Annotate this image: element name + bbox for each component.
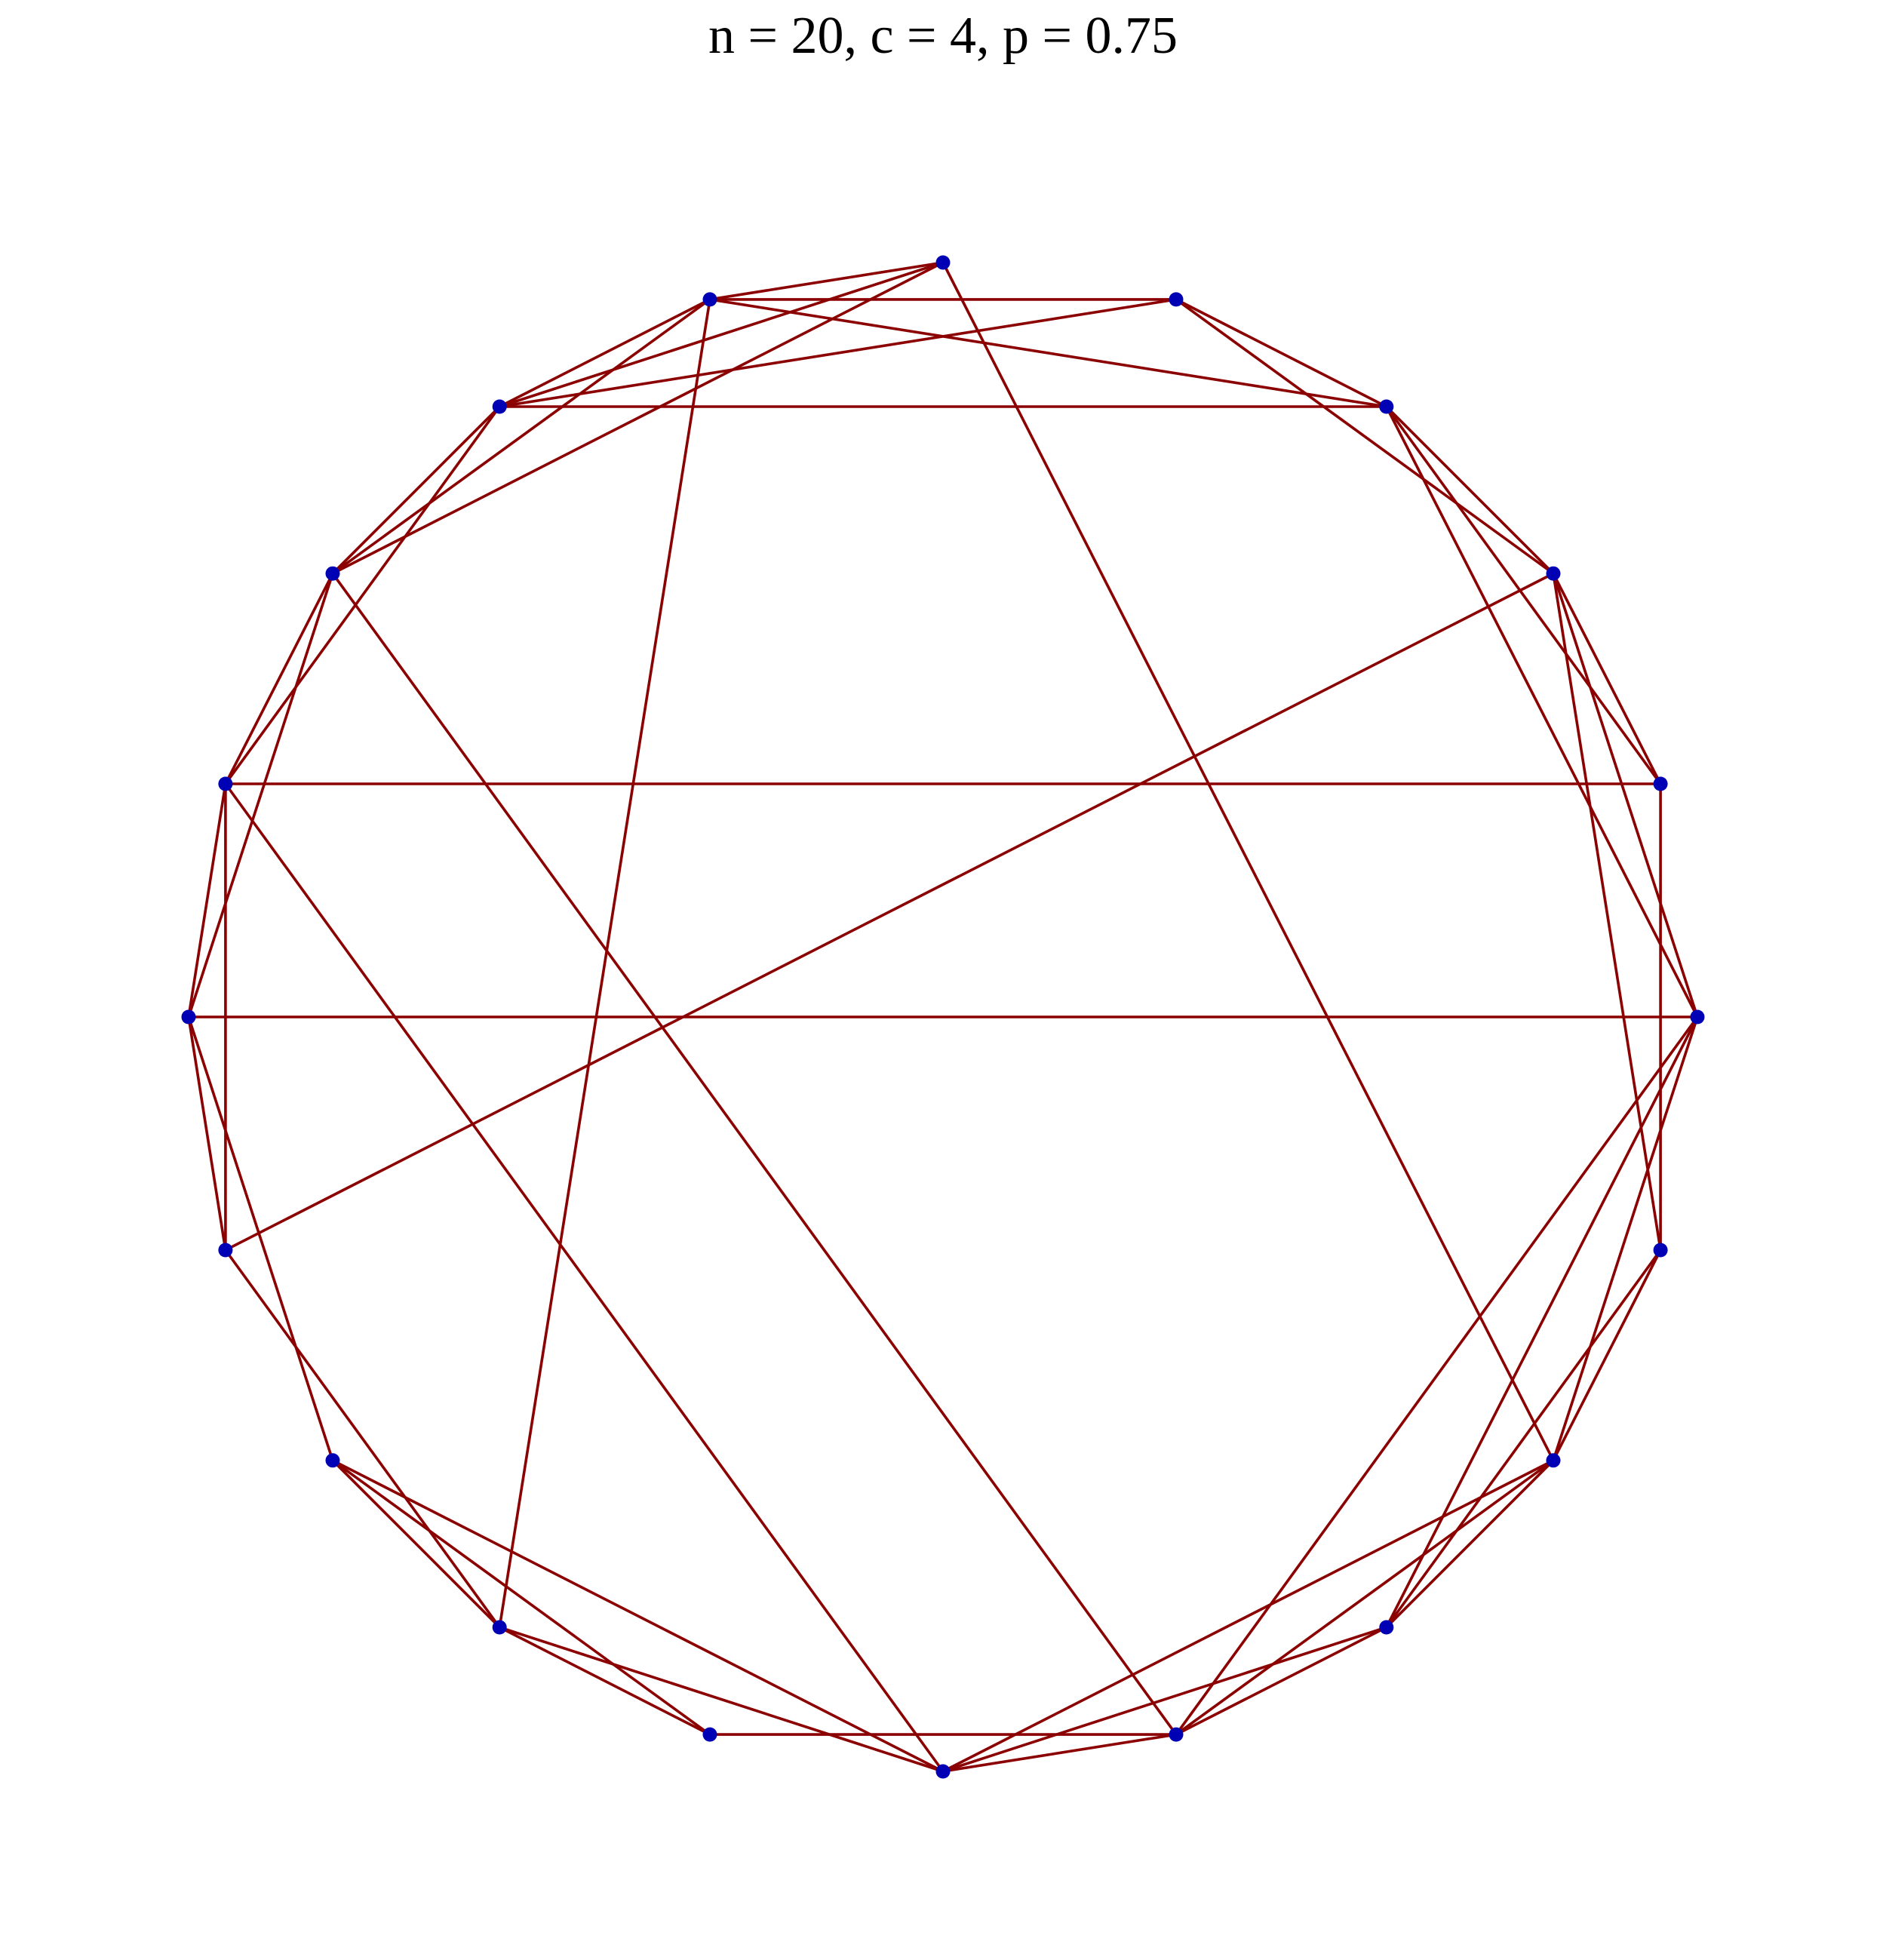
graph-node-18 — [492, 1620, 507, 1635]
graph-node-4 — [1653, 1243, 1668, 1258]
graph-node-9 — [1169, 292, 1184, 307]
nodes-layer — [181, 255, 1705, 1779]
graph-edge-0-1 — [942, 1733, 1177, 1773]
graph-edge-15-16 — [187, 1016, 227, 1251]
graph-edge-7-16 — [225, 572, 1554, 1252]
graph-edge-11-18 — [498, 299, 711, 1628]
graph-edge-17-19 — [331, 1459, 711, 1736]
graph-edge-2-3 — [1385, 1459, 1555, 1629]
graph-edge-11-13 — [331, 298, 711, 575]
graph-edge-5-7 — [1552, 573, 1699, 1018]
graph-node-3 — [1546, 1453, 1561, 1468]
graph-edge-1-3 — [1175, 1459, 1555, 1736]
graph-edge-10-13 — [332, 261, 944, 575]
graph-edge-16-18 — [224, 1249, 501, 1629]
graph-edge-1-5 — [1175, 1015, 1699, 1736]
graph-edge-4-7 — [1552, 573, 1662, 1251]
figure-title: n = 20, c = 4, p = 0.75 — [708, 7, 1178, 65]
graph-edge-0-3 — [942, 1459, 1554, 1773]
graph-node-7 — [1546, 566, 1561, 581]
graph-edge-6-7 — [1552, 573, 1662, 785]
graph-node-0 — [935, 1764, 951, 1779]
graph-node-17 — [325, 1453, 340, 1468]
graph-edge-12-13 — [331, 405, 501, 575]
graph-edge-18-19 — [499, 1626, 711, 1736]
graph-edge-11-12 — [499, 298, 711, 408]
graph-edge-0-14 — [224, 782, 945, 1773]
graph-node-1 — [1169, 1727, 1184, 1742]
graph-edge-3-5 — [1552, 1016, 1699, 1461]
graph-node-19 — [702, 1727, 717, 1742]
graph-edge-3-10 — [941, 262, 1555, 1461]
graph-edge-17-18 — [331, 1459, 501, 1629]
graph-node-13 — [325, 566, 340, 581]
graph-node-8 — [1379, 399, 1394, 414]
graph-node-10 — [935, 255, 951, 270]
graph-edge-1-2 — [1175, 1626, 1387, 1736]
graph-edge-2-5 — [1385, 1016, 1699, 1628]
graph-edge-13-15 — [187, 573, 334, 1018]
graph-edge-7-9 — [1175, 298, 1555, 575]
graph-edge-14-15 — [187, 783, 227, 1018]
graph-node-12 — [492, 399, 507, 414]
graph-edge-7-8 — [1385, 405, 1555, 575]
graph-edge-10-12 — [499, 261, 944, 408]
graph-edge-8-11 — [709, 298, 1387, 408]
graph-edge-2-4 — [1385, 1249, 1662, 1629]
graph-edge-12-14 — [224, 405, 501, 785]
graph-edge-0-18 — [499, 1626, 944, 1773]
graph-edge-5-8 — [1385, 406, 1699, 1018]
graph-node-5 — [1690, 1009, 1705, 1025]
graph-edge-15-17 — [187, 1016, 334, 1461]
graph-edge-1-13 — [331, 573, 1178, 1736]
graph-edge-0-2 — [942, 1626, 1387, 1773]
graph-edge-13-14 — [224, 573, 334, 785]
graph-edge-6-8 — [1385, 405, 1662, 785]
graph-node-14 — [218, 776, 233, 791]
graph-node-15 — [181, 1009, 196, 1025]
graph-edge-9-12 — [499, 298, 1177, 408]
edges-layer — [187, 261, 1699, 1773]
graph-edge-3-4 — [1552, 1249, 1662, 1461]
graph-node-11 — [702, 292, 717, 307]
graph-node-16 — [218, 1243, 233, 1258]
graph-edge-8-9 — [1175, 298, 1387, 408]
graph-edge-0-17 — [332, 1459, 944, 1773]
graph-edge-10-11 — [709, 261, 944, 301]
graph-node-2 — [1379, 1620, 1394, 1635]
graph-node-6 — [1653, 776, 1668, 791]
